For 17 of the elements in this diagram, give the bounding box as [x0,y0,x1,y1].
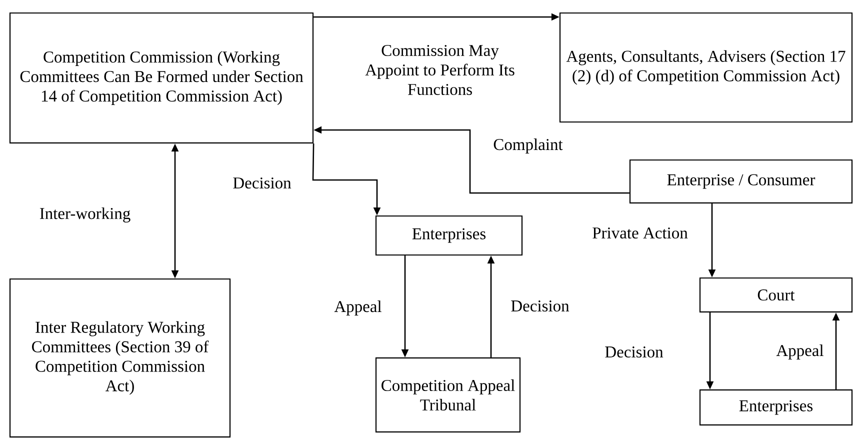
edge-label: Appeal [776,344,824,360]
process-box: Enterprises [699,389,853,426]
process-box: Agents, Consultants, Advisers (Section 17 (2) (d) of Competition Commission Act) [559,12,853,123]
edge-label: Decision [233,177,292,189]
edge-label: Decision [605,346,664,358]
edge-label: Commission May Appoint to Perform Its Functions [365,44,514,96]
edge-label: Complaint [494,138,563,154]
process-box: Inter Regulatory Working Committees (Section 39 of Competition Commission Act) [9,278,231,438]
process-box: Competition Commission (Working Committees Can Be Formed under Section 14 of Competition Commission Act) [9,12,314,144]
process-box: Court [699,277,853,313]
process-box: Competition Appeal Tribunal [375,357,521,433]
process-box: Enterprises [375,215,523,256]
edge-label: Decision [511,300,570,312]
edge-label: Appeal [334,300,382,316]
process-box: Enterprise / Consumer [629,159,853,204]
edge-label: Private Action [592,227,688,239]
edge-label: Inter-working [40,207,130,222]
